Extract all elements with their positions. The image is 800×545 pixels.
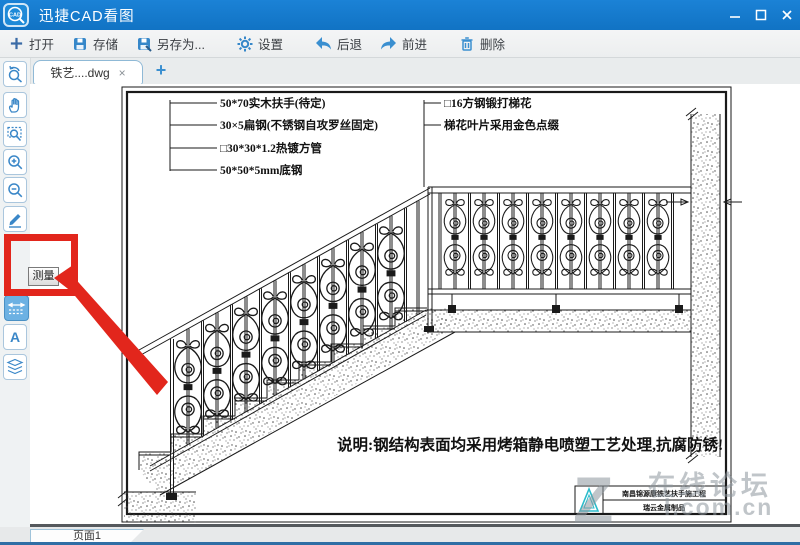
window-controls bbox=[722, 0, 800, 30]
previous-view-tool[interactable] bbox=[3, 61, 27, 87]
ornamental-balusters bbox=[174, 193, 674, 445]
zoom-window-tool[interactable] bbox=[3, 121, 27, 147]
minimize-button[interactable] bbox=[722, 0, 748, 30]
title-block: 南昌锦源康铁艺扶手施工程 瑞云金属制品 bbox=[574, 485, 727, 515]
landing-supports bbox=[448, 294, 683, 313]
logo-text: CAD bbox=[9, 13, 21, 19]
titleblock-project: 南昌锦源康铁艺扶手施工程 bbox=[622, 489, 706, 498]
settings-label: 设置 bbox=[257, 38, 283, 52]
highlight-rectangle bbox=[4, 234, 78, 296]
measure-tool[interactable] bbox=[4, 295, 29, 321]
canvas-bottom-border bbox=[30, 524, 800, 527]
pan-tool[interactable] bbox=[3, 92, 27, 118]
svg-text:A: A bbox=[10, 329, 20, 345]
save-label: 存储 bbox=[93, 38, 119, 52]
railings bbox=[126, 186, 691, 500]
forward-button[interactable]: 前进 bbox=[371, 31, 436, 56]
back-arrow-icon bbox=[315, 37, 331, 50]
document-tab[interactable]: 铁艺....dwg × bbox=[33, 60, 143, 85]
forward-arrow-icon bbox=[380, 37, 396, 50]
measure-icon bbox=[7, 302, 26, 315]
tab-close-icon[interactable]: × bbox=[118, 65, 126, 80]
app-title: 迅捷CAD看图 bbox=[39, 8, 135, 25]
zoom-in-icon bbox=[8, 155, 23, 170]
settings-button[interactable]: 设置 bbox=[228, 31, 292, 56]
callout-left-2: 30×5扁钢(不锈钢自攻罗丝固定) bbox=[220, 118, 378, 132]
zoom-in-tool[interactable] bbox=[3, 149, 27, 175]
save-button[interactable]: 存储 bbox=[63, 31, 127, 56]
titleblock-company: 瑞云金属制品 bbox=[643, 503, 685, 512]
save-icon bbox=[74, 37, 87, 50]
delete-button[interactable]: 删除 bbox=[450, 31, 514, 56]
callout-right-2: 梯花叶片采用金色点缀 bbox=[444, 118, 559, 132]
new-tab-button[interactable]: + bbox=[155, 60, 167, 80]
maximize-button[interactable] bbox=[748, 0, 774, 30]
hand-pan-icon bbox=[8, 97, 20, 113]
document-tab-label: 铁艺....dwg bbox=[50, 66, 110, 80]
back-label: 后退 bbox=[336, 38, 362, 52]
callout-left-4: 50*50*5mm底钢 bbox=[220, 163, 302, 177]
close-button[interactable] bbox=[774, 0, 800, 30]
draw-tool[interactable] bbox=[3, 206, 27, 232]
drawing-note: 说明:钢结构表面均采用烤箱静电喷塑工艺处理,抗腐防锈! bbox=[337, 435, 723, 454]
open-label: 打开 bbox=[29, 38, 55, 52]
zoom-out-tool[interactable] bbox=[3, 177, 27, 203]
callout-left-1: 50*70实木扶手(待定) bbox=[220, 96, 326, 110]
text-tool-icon: A bbox=[10, 329, 20, 345]
text-tool[interactable]: A bbox=[3, 324, 27, 350]
callout-right-1: □16方钢锻打梯花 bbox=[444, 96, 532, 110]
app-logo-icon: CAD bbox=[3, 3, 29, 27]
view-rotate-icon bbox=[8, 65, 22, 83]
layers-icon bbox=[6, 358, 24, 375]
document-tab-bar: 铁艺....dwg × + bbox=[30, 58, 800, 85]
zoom-window-icon bbox=[7, 126, 22, 142]
gear-icon bbox=[237, 36, 253, 51]
save-as-label: 另存为... bbox=[157, 38, 205, 52]
open-button[interactable]: 打开 bbox=[0, 31, 63, 56]
right-wall bbox=[666, 107, 742, 464]
toolbar: 打开 存储 另存为... 设置 后退 bbox=[0, 30, 800, 58]
forward-label: 前进 bbox=[401, 38, 427, 52]
delete-label: 删除 bbox=[480, 38, 506, 52]
title-bar: CAD 迅捷CAD看图 bbox=[0, 0, 800, 30]
layers-tool[interactable] bbox=[3, 354, 27, 380]
bottom-accent-strip bbox=[0, 542, 800, 545]
zoom-out-icon bbox=[8, 183, 23, 198]
callout-left-3: □30*30*1.2热镀方管 bbox=[220, 141, 322, 155]
save-as-button[interactable]: 另存为... bbox=[127, 31, 214, 56]
save-as-icon bbox=[138, 37, 152, 52]
company-logo-icon bbox=[578, 486, 600, 512]
back-button[interactable]: 后退 bbox=[306, 31, 371, 56]
stairs-structure bbox=[117, 307, 691, 523]
trash-icon bbox=[461, 36, 473, 51]
page-tab[interactable]: 页面1 bbox=[30, 529, 144, 545]
pencil-icon bbox=[9, 214, 21, 228]
callouts: 50*70实木扶手(待定) 30×5扁钢(不锈钢自攻罗丝固定) □30*30*1… bbox=[169, 96, 559, 187]
plus-open-icon bbox=[10, 37, 23, 50]
status-bar bbox=[0, 527, 800, 542]
